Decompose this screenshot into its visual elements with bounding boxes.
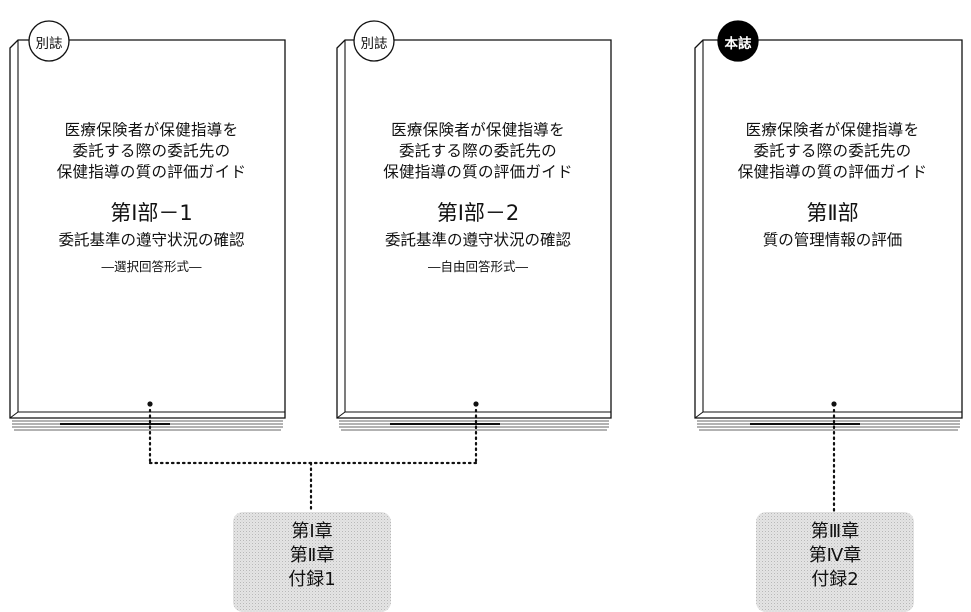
book-1 [9, 20, 286, 431]
chapter-box-1-line-1: 第Ⅰ章 [291, 521, 333, 542]
chapter-box-2-shape [756, 512, 914, 612]
book-2-title-line-1: 医療保険者が保健指導を [391, 121, 565, 139]
book-3 [694, 20, 963, 431]
chapter-box-2-line-1: 第Ⅲ章 [810, 521, 860, 542]
book-2-cover-text: 医療保険者が保健指導を 委託する際の委託先の 保健指導の質の評価ガイド 第Ⅰ部－… [345, 120, 611, 276]
book-1-part: 第Ⅰ部－1 [110, 200, 193, 225]
book-1-subtitle: 委託基準の遵守状況の確認 [58, 230, 245, 249]
badge-label-2: 別誌 [360, 36, 388, 52]
book-3-title-line-2: 委託する際の委託先の [753, 141, 912, 160]
chapter-box-1-line-3: 付録1 [288, 568, 336, 590]
chapter-box-1: 第Ⅰ章 第Ⅱ章 付録1 [233, 520, 391, 592]
badge-3-circle [717, 20, 759, 62]
book-2-title-line-2: 委託する際の委託先の [398, 141, 557, 160]
book-1-title-line-1: 医療保険者が保健指導を [64, 121, 239, 139]
book-3-title-line-1: 医療保険者が保健指導を [745, 121, 920, 139]
chapter-box-2-line-3: 付録2 [811, 568, 859, 590]
book-1-cover-text: 医療保険者が保健指導を 委託する際の委託先の 保健指導の質の評価ガイド 第Ⅰ部－… [18, 120, 285, 276]
book-2 [336, 20, 612, 431]
chapter-box-1-line-2: 第Ⅱ章 [289, 544, 335, 566]
chapter-box-2-line-2: 第Ⅳ章 [808, 544, 862, 566]
connector-dot-2 [473, 401, 479, 407]
chapter-box-1-shape [233, 512, 391, 612]
book-2-subtitle: 委託基準の遵守状況の確認 [384, 230, 571, 249]
book-1-title-line-2: 委託する際の委託先の [72, 141, 231, 160]
book-3-subtitle: 質の管理情報の評価 [762, 230, 903, 249]
book-3-part: 第Ⅱ部 [806, 200, 859, 225]
badge-2-circle [353, 20, 395, 62]
book-2-title-line-3: 保健指導の質の評価ガイド [383, 162, 573, 181]
book-3-title-line-3: 保健指導の質の評価ガイド [737, 162, 928, 181]
connector-lines [148, 408, 836, 514]
chapter-box-2: 第Ⅲ章 第Ⅳ章 付録2 [756, 520, 914, 592]
badge-label-3: 本誌 [724, 36, 752, 52]
badge-1-circle [28, 20, 70, 62]
badge-label-1: 別誌 [35, 36, 63, 52]
connector-dot-3 [831, 401, 837, 407]
book-2-part: 第Ⅰ部－2 [436, 200, 520, 225]
book-1-title-line-3: 保健指導の質の評価ガイド [56, 162, 247, 181]
book-3-cover-text: 医療保険者が保健指導を 委託する際の委託先の 保健指導の質の評価ガイド 第Ⅱ部 … [703, 120, 962, 251]
book-2-format: ―自由回答形式― [427, 258, 528, 274]
book-1-format: ―選択回答形式― [101, 258, 202, 274]
connector-dot-1 [147, 401, 153, 407]
